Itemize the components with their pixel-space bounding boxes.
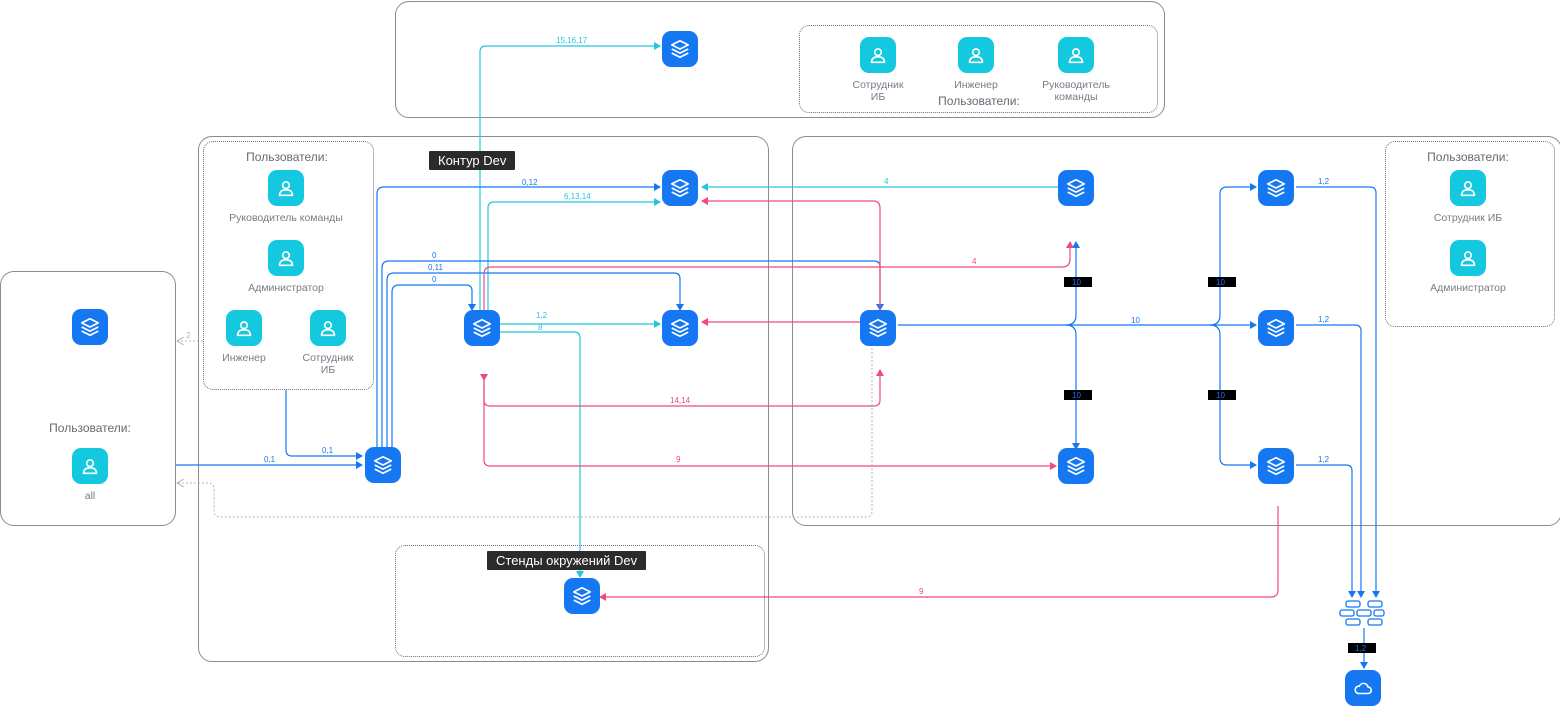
link-6-13-14 [487,198,661,312]
link-label: 0 [432,251,437,260]
firewall-chip-label: 10 [1216,391,1225,400]
firewall-chip [1348,643,1376,653]
link-label: 0,11 [428,263,444,272]
user-label: Администратор [248,282,324,294]
link-10-down-a [1065,324,1080,450]
user-icon[interactable] [310,310,346,346]
dev-users-title: Пользователи: [246,150,328,164]
firewall-chip [1064,277,1092,287]
user-label: Руководитель команды [1042,79,1110,103]
right-users-group [1385,141,1555,327]
user-icon[interactable] [268,240,304,276]
stacked-layers-icon[interactable] [365,447,401,483]
user-label: Сотрудник ИБ [1433,212,1503,224]
stacked-layers-icon[interactable] [1258,310,1294,346]
stacked-layers-icon[interactable] [1058,170,1094,206]
top-zone-frame [395,1,1165,118]
top-users-group [799,25,1158,113]
link-1-2-mid [1296,324,1365,598]
link-10-down-b [1209,324,1257,469]
link-15-16-17 [479,42,661,312]
firewall-chip-label: 10 [1072,391,1081,400]
stacked-layers-icon[interactable] [464,310,500,346]
link-8 [500,331,584,578]
user-label: Сотрудник ИБ [852,79,904,103]
user-label: Инженер [222,352,266,364]
user-icon[interactable] [1450,240,1486,276]
user-icon[interactable] [1058,37,1094,73]
link-0-b [391,284,476,450]
link-label: 0 [432,275,437,284]
link-label: 1,2 [1318,455,1330,464]
link-0-11 [386,272,684,450]
link-10-up-b [1209,183,1257,326]
dev-zone-tag: Контур Dev [429,151,516,170]
user-label: Сотрудник ИБ [302,352,354,376]
link-label: 9 [919,587,924,596]
link-label: 1,2 [1318,177,1330,186]
stacked-layers-icon[interactable] [860,310,896,346]
link-label: 0,1 [322,446,334,455]
link-0-a [381,260,884,450]
link-label: 4 [884,177,889,186]
user-label: Руководитель команды [229,212,343,224]
link-label: 2 [186,331,191,340]
stacked-layers-icon[interactable] [1258,170,1294,206]
stacked-layers-icon[interactable] [72,309,108,345]
link-0-1-users [285,390,363,460]
right-zone-frame [792,136,1560,526]
user-icon[interactable] [860,37,896,73]
user-icon[interactable] [72,448,108,484]
firewall-chip [1064,390,1092,400]
dev-zone-frame [198,136,769,662]
link-9-lower [599,506,1279,601]
link-label: 6,13,14 [564,192,591,201]
link-label: 0,12 [522,178,538,187]
dev-users-group [203,141,374,390]
stacked-layers-icon[interactable] [1058,448,1094,484]
cloud-icon[interactable] [1345,670,1381,706]
stacked-layers-icon[interactable] [662,310,698,346]
link-label: 14,14 [670,396,691,405]
link-label: 15,16,17 [556,36,588,45]
firewall-brick-icon[interactable] [1339,600,1385,626]
firewall-chip [1208,277,1236,287]
stacked-layers-icon[interactable] [662,170,698,206]
user-label: Администратор [1430,282,1506,294]
link-label: 9 [676,455,681,464]
dev-envs-tag: Стенды окружений Dev [487,551,647,570]
link-label: 4 [972,257,977,266]
left-users-title: Пользователи: [49,421,131,435]
link-9-upper [483,380,1057,470]
left-zone-frame [0,271,176,526]
user-label: Инженер [954,79,998,91]
user-icon[interactable] [268,170,304,206]
link-label: 1,2 [1318,315,1330,324]
link-4-pink [483,241,1074,312]
user-icon[interactable] [1450,170,1486,206]
stacked-layers-icon[interactable] [1258,448,1294,484]
firewall-chip-label: 10 [1072,278,1081,287]
firewall-chip [1208,390,1236,400]
user-label: all [84,490,96,502]
user-icon[interactable] [958,37,994,73]
link-1-2-bottom [1296,464,1356,598]
right-users-title: Пользователи: [1427,150,1509,164]
firewall-chip-label: 10 [1216,278,1225,287]
firewall-chip-label: 1,2 [1355,644,1367,653]
link-1-2-top [1296,186,1380,598]
link-label: 1,2 [536,311,548,320]
link-label: 0,1 [264,455,276,464]
link-label: 8 [538,323,543,332]
top-users-title: Пользователи: [938,94,1020,108]
link-gray-return [178,340,873,518]
stacked-layers-icon[interactable] [662,31,698,67]
link-0-12 [376,183,661,450]
link-label: 10 [1131,316,1140,325]
stacked-layers-icon[interactable] [564,578,600,614]
link-4-pink-up [701,197,881,312]
user-icon[interactable] [226,310,262,346]
